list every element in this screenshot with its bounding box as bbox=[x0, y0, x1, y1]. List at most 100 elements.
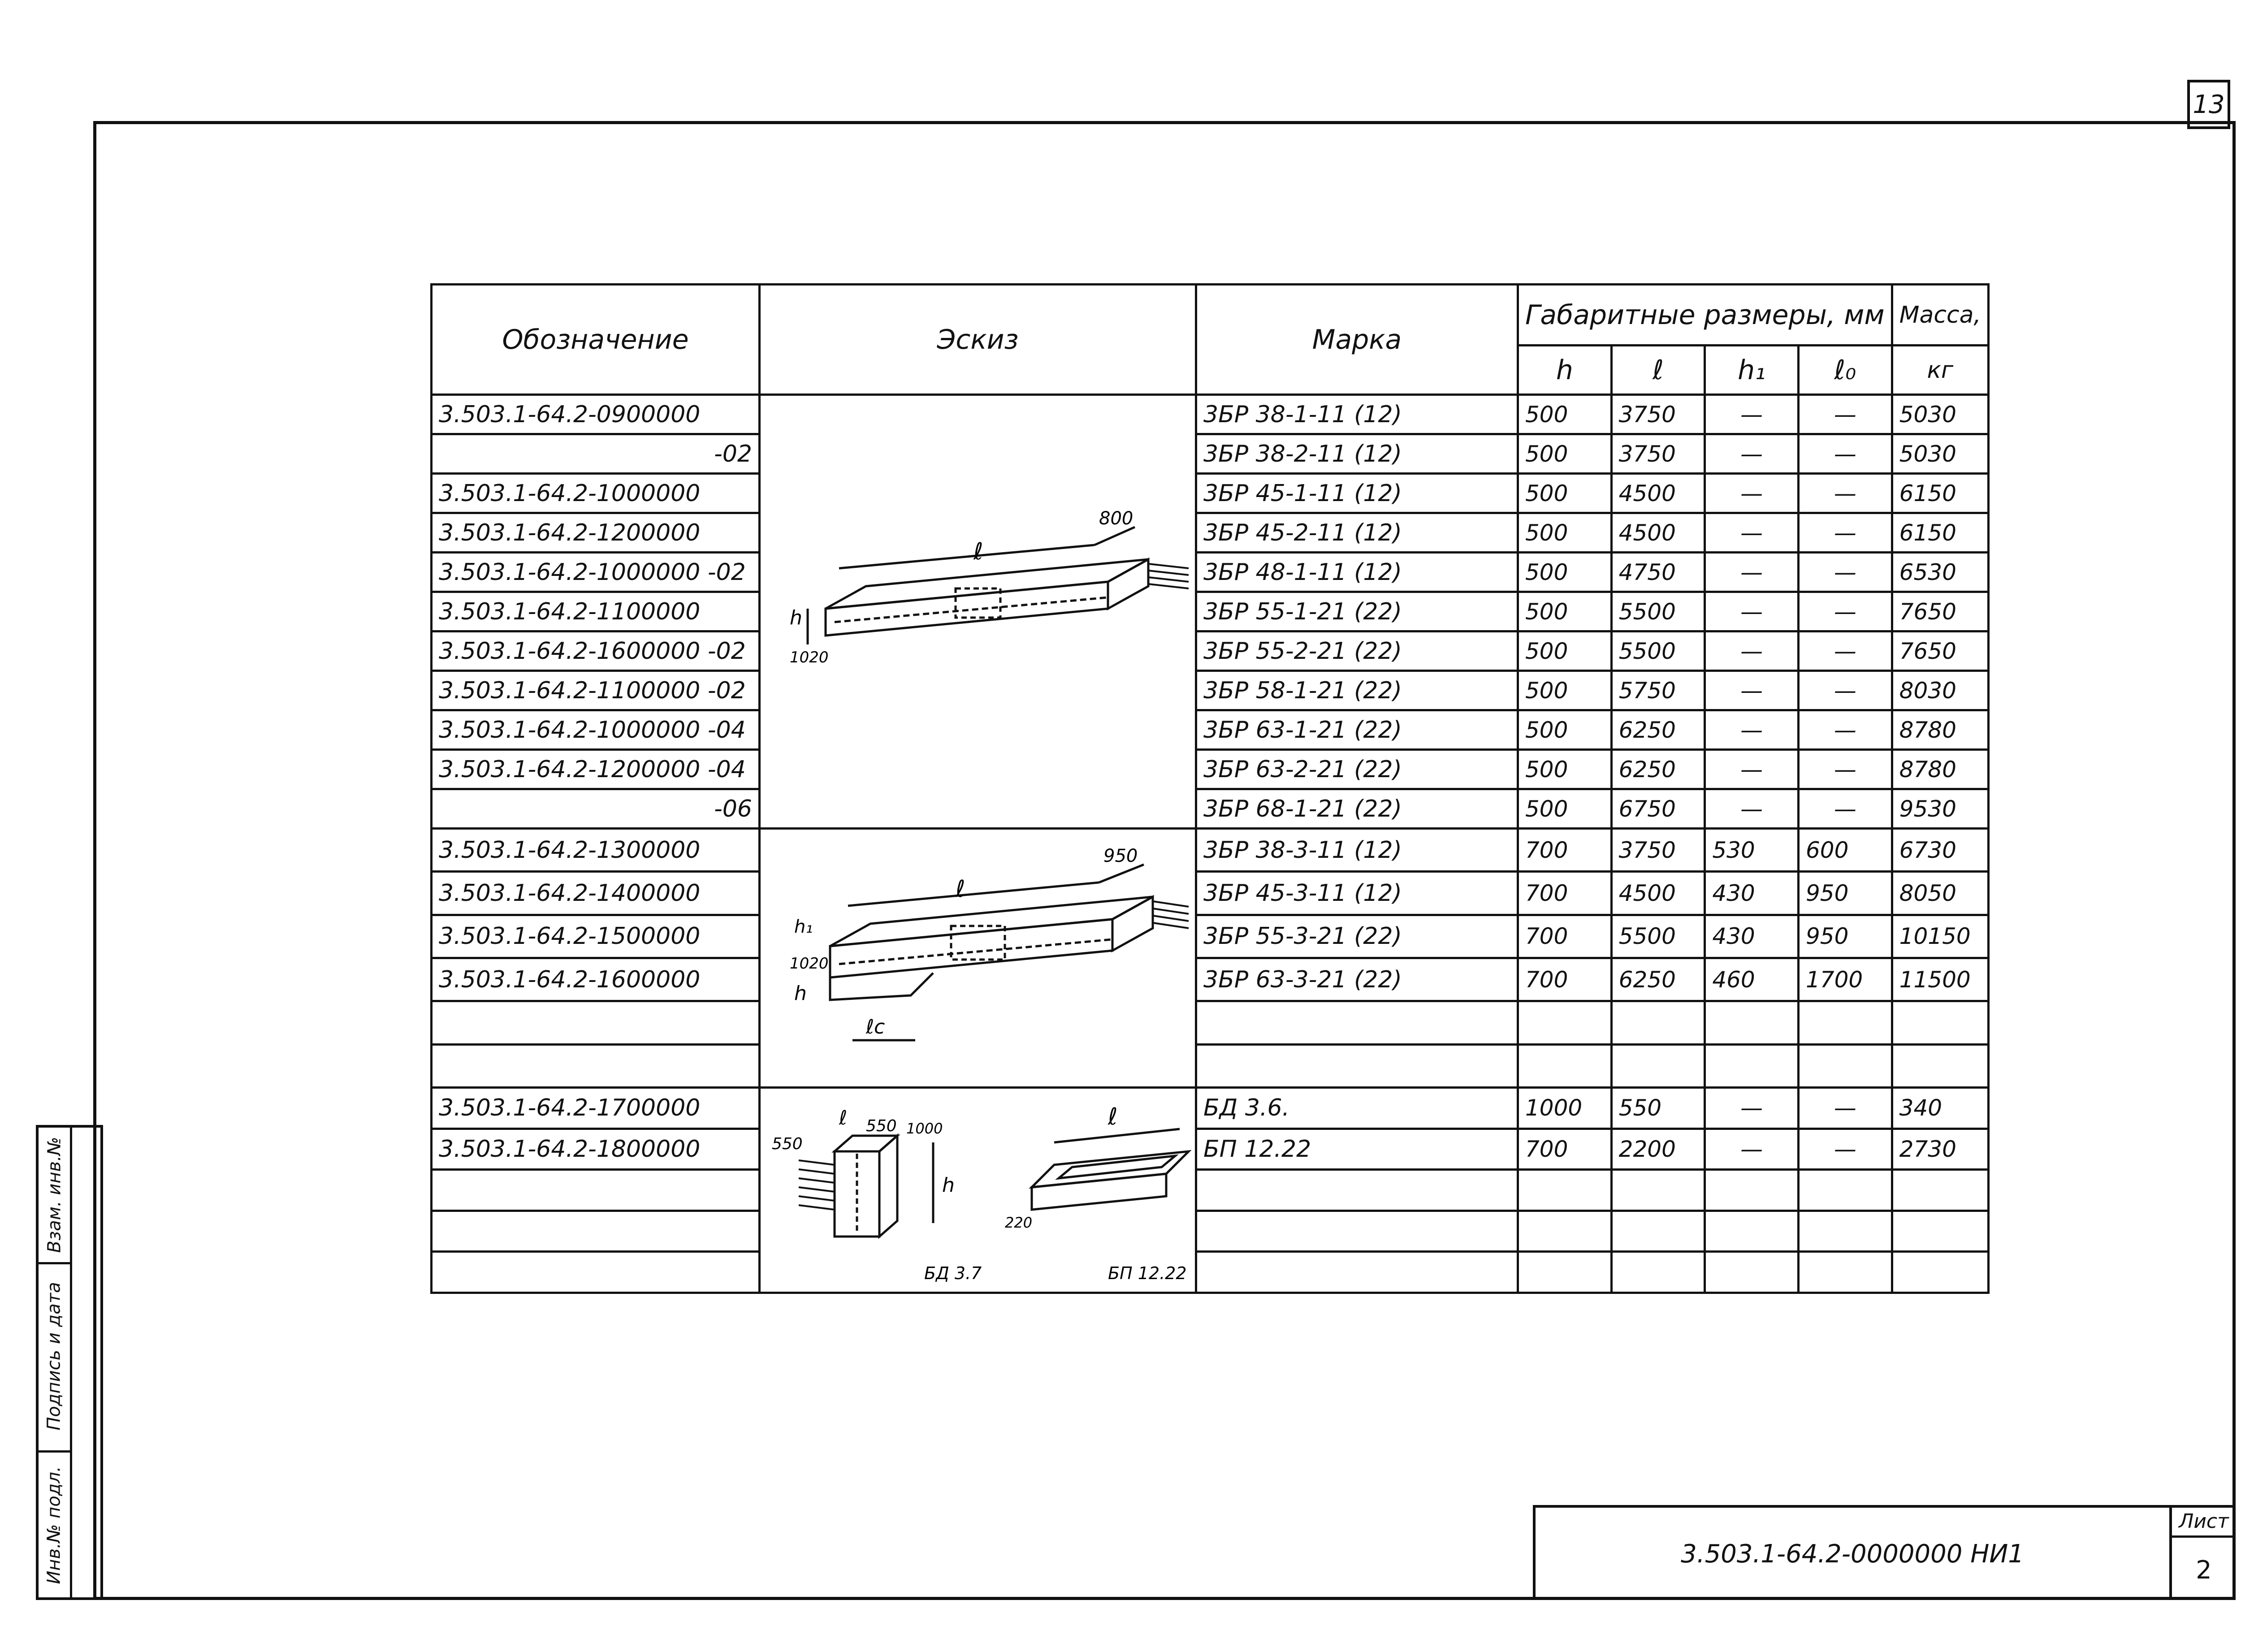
l-cell: 4500 bbox=[1610, 512, 1706, 554]
beam2-end bbox=[1111, 895, 1154, 953]
beam2-label-b: 1020 bbox=[790, 955, 829, 973]
designation-cell: 3.503.1-64.2-1700000 bbox=[430, 1086, 761, 1130]
mark-cell: 3БР 58-1-21 (22) bbox=[1195, 670, 1519, 711]
h-cell: 700 bbox=[1517, 1127, 1613, 1171]
h-cell: 700 bbox=[1517, 913, 1613, 959]
header-l0: ℓ₀ bbox=[1797, 344, 1893, 396]
mark-cell: 3БР 38-1-11 (12) bbox=[1195, 394, 1519, 435]
mark-cell: БД 3.6. bbox=[1195, 1086, 1519, 1130]
mass-cell: 2730 bbox=[1891, 1127, 1990, 1171]
mass-cell: 5030 bbox=[1891, 433, 1990, 475]
mass-cell: 340 bbox=[1891, 1086, 1990, 1130]
designation-cell: 3.503.1-64.2-1500000 bbox=[430, 913, 761, 959]
mass-cell: 11500 bbox=[1891, 956, 1990, 1003]
header-l: ℓ bbox=[1610, 344, 1706, 396]
h-cell: 500 bbox=[1517, 433, 1613, 475]
designation-cell: 3.503.1-64.2-1400000 bbox=[430, 870, 761, 916]
mark-cell: 3БР 55-1-21 (22) bbox=[1195, 591, 1519, 632]
beam2-opening bbox=[950, 925, 1006, 961]
h1-cell: — bbox=[1704, 670, 1800, 711]
mark-cell: 3БР 55-3-21 (22) bbox=[1195, 913, 1519, 959]
h-cell: 500 bbox=[1517, 394, 1613, 435]
mass-cell bbox=[1891, 1250, 1990, 1294]
spec-table: Обозначение Эскиз Марка Габаритные разме… bbox=[430, 283, 1990, 1294]
h-cell: 700 bbox=[1517, 870, 1613, 916]
h-cell bbox=[1517, 1209, 1613, 1253]
mark-cell bbox=[1195, 1168, 1519, 1212]
h1-cell bbox=[1704, 1168, 1800, 1212]
h-cell: 500 bbox=[1517, 591, 1613, 632]
h-cell bbox=[1517, 1168, 1613, 1212]
group2-body: 3.503.1-64.2-1300000 ℓ 950 h₁ h 1020 ℓс … bbox=[430, 827, 1990, 1089]
h1-cell: 430 bbox=[1704, 870, 1800, 916]
beam1-label-b: 1020 bbox=[790, 649, 829, 666]
stamp-code: 3.503.1-64.2-0000000 НИ1 bbox=[1681, 1539, 2024, 1569]
h1-cell bbox=[1704, 1043, 1800, 1089]
l-cell: 5500 bbox=[1610, 913, 1706, 959]
table-row bbox=[430, 1168, 1990, 1212]
sketch-blocks: 550 ℓ 550 1000 h 220 ℓ БД 3.7 БП 12.22 bbox=[772, 1103, 1192, 1283]
h-cell bbox=[1517, 1250, 1613, 1294]
designation-cell: -02 bbox=[430, 433, 761, 475]
mass-cell: 9530 bbox=[1891, 788, 1990, 830]
group1-sketch-cell: ℓ 800 h 1020 bbox=[758, 394, 1197, 830]
block-label-h: h bbox=[942, 1174, 955, 1197]
block-label-l2: ℓ bbox=[1108, 1103, 1117, 1130]
table-row: 3.503.1-64.2-1300000 ℓ 950 h₁ h 1020 ℓс … bbox=[430, 827, 1990, 1089]
h-cell: 500 bbox=[1517, 472, 1613, 514]
mark-cell bbox=[1195, 1043, 1519, 1089]
l0-cell bbox=[1797, 1250, 1893, 1294]
l-cell: 5750 bbox=[1610, 670, 1706, 711]
mark-cell: 3БР 63-1-21 (22) bbox=[1195, 709, 1519, 751]
mass-cell: 10150 bbox=[1891, 913, 1990, 959]
table-row bbox=[430, 1000, 1990, 1046]
subheader-row: h ℓ h₁ ℓ₀ кг bbox=[432, 344, 1990, 396]
h-cell: 500 bbox=[1517, 670, 1613, 711]
h1-cell: — bbox=[1704, 748, 1800, 790]
l0-cell: — bbox=[1797, 433, 1893, 475]
mass-cell: 8050 bbox=[1891, 870, 1990, 916]
block-label-220: 220 bbox=[1005, 1214, 1032, 1231]
l0-cell: — bbox=[1797, 788, 1893, 830]
l-cell: 2200 bbox=[1610, 1127, 1706, 1171]
inv-orig-label: Инв.№ подл. bbox=[44, 1466, 65, 1584]
mass-cell: 8780 bbox=[1891, 709, 1990, 751]
h-cell bbox=[1517, 1043, 1613, 1089]
l0-cell bbox=[1797, 1209, 1893, 1253]
h1-cell: 530 bbox=[1704, 827, 1800, 873]
h-cell: 700 bbox=[1517, 827, 1613, 873]
designation-cell bbox=[430, 1250, 761, 1294]
group3-sketch-cell: 550 ℓ 550 1000 h 220 ℓ БД 3.7 БП 12.22 bbox=[758, 1086, 1197, 1294]
mass-cell bbox=[1891, 1209, 1990, 1253]
mass-cell bbox=[1891, 1168, 1990, 1212]
mark-cell: 3БР 63-3-21 (22) bbox=[1195, 956, 1519, 1003]
header-dims: Габаритные размеры, мм bbox=[1517, 283, 1893, 346]
beam2-label-h1: h₁ bbox=[794, 917, 813, 937]
designation-cell: 3.503.1-64.2-1800000 bbox=[430, 1127, 761, 1171]
header-mark: Марка bbox=[1195, 283, 1519, 396]
designation-cell bbox=[430, 1209, 761, 1253]
header-designation: Обозначение bbox=[430, 283, 761, 396]
h1-cell: 460 bbox=[1704, 956, 1800, 1003]
sign-date-cell: Подпись и дата bbox=[39, 1262, 70, 1453]
h1-cell: — bbox=[1704, 394, 1800, 435]
header-mass-unit: кг bbox=[1891, 344, 1990, 396]
designation-cell: 3.503.1-64.2-1600000 bbox=[430, 956, 761, 1003]
title-stamp: 3.503.1-64.2-0000000 НИ1 bbox=[1533, 1505, 2169, 1600]
h-cell: 500 bbox=[1517, 788, 1613, 830]
beam2-label-h: h bbox=[794, 982, 807, 1005]
header-mass: Масса, bbox=[1891, 283, 1990, 346]
block-label-550a: 550 bbox=[772, 1135, 803, 1153]
designation-cell bbox=[430, 1168, 761, 1212]
h-cell: 500 bbox=[1517, 512, 1613, 554]
designation-cell: 3.503.1-64.2-1000000 bbox=[430, 472, 761, 514]
l0-cell: — bbox=[1797, 709, 1893, 751]
h1-cell: — bbox=[1704, 630, 1800, 672]
h1-cell: 430 bbox=[1704, 913, 1800, 959]
l-cell: 6250 bbox=[1610, 956, 1706, 1003]
block-label-bp: БП 12.22 bbox=[1108, 1263, 1187, 1283]
beam1-opening bbox=[954, 587, 1001, 619]
